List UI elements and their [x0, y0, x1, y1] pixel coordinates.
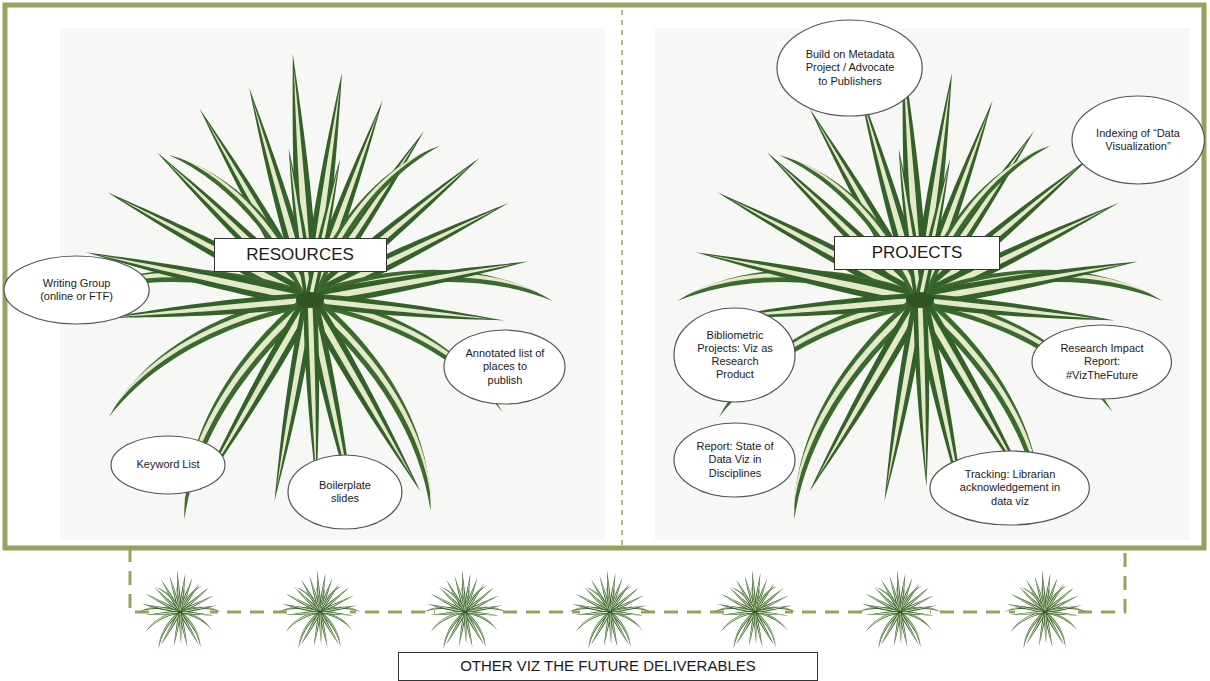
- idea-ellipse: Boilerplate slides: [287, 454, 403, 530]
- idea-ellipse: Tracking: Librarian acknowledgement in d…: [929, 450, 1090, 526]
- node-text: Keyword List: [137, 458, 200, 471]
- node-text: Build on Metadata Project / Advocate to …: [801, 48, 899, 88]
- node-text: Tracking: Librarian acknowledgement in d…: [956, 468, 1064, 508]
- node-text-group: Keyword List: [137, 458, 200, 471]
- idea-ellipse: Annotated list of places to publish: [443, 329, 566, 405]
- node-text: PROJECTS: [872, 243, 963, 263]
- node-text-group: Bibliometric Projects: Viz as Research P…: [694, 329, 775, 382]
- node-text: OTHER VIZ THE FUTURE DELIVERABLES: [460, 657, 756, 675]
- node-text-group: Writing Group (online or FTF): [28, 277, 126, 303]
- node-text-group: Boilerplate slides: [307, 479, 383, 505]
- node-text: RESOURCES: [246, 245, 354, 265]
- idea-ellipse: Writing Group (online or FTF): [3, 255, 150, 325]
- idea-ellipse: Bibliometric Projects: Viz as Research P…: [673, 307, 796, 403]
- node-text-group: Research Impact Report: #VizTheFuture: [1055, 342, 1149, 382]
- label-box: OTHER VIZ THE FUTURE DELIVERABLES: [398, 652, 818, 681]
- node-text: Indexing of “Data Visualization”: [1093, 127, 1182, 153]
- node-text: Bibliometric Projects: Viz as Research P…: [694, 329, 775, 382]
- node-text-group: PROJECTS: [872, 243, 963, 263]
- node-text-group: OTHER VIZ THE FUTURE DELIVERABLES: [460, 657, 756, 675]
- node-text: Report: State of Data Viz in Disciplines: [694, 440, 775, 480]
- label-box: RESOURCES: [214, 238, 387, 272]
- node-text-group: Build on Metadata Project / Advocate to …: [801, 48, 899, 88]
- node-text-group: Report: State of Data Viz in Disciplines: [694, 440, 775, 480]
- idea-ellipse: Keyword List: [110, 435, 226, 495]
- label-box: PROJECTS: [834, 236, 1000, 270]
- node-text: Boilerplate slides: [307, 479, 383, 505]
- node-text-group: Indexing of “Data Visualization”: [1093, 127, 1182, 153]
- idea-ellipse: Indexing of “Data Visualization”: [1071, 95, 1205, 185]
- idea-ellipse: Research Impact Report: #VizTheFuture: [1031, 324, 1172, 400]
- node-text: Research Impact Report: #VizTheFuture: [1055, 342, 1149, 382]
- node-text: Annotated list of places to publish: [464, 347, 545, 387]
- idea-ellipse: Build on Metadata Project / Advocate to …: [776, 19, 923, 117]
- node-text-group: RESOURCES: [246, 245, 354, 265]
- node-text: Writing Group (online or FTF): [28, 277, 126, 303]
- idea-ellipse: Report: State of Data Viz in Disciplines: [673, 422, 796, 498]
- node-text-group: Tracking: Librarian acknowledgement in d…: [956, 468, 1064, 508]
- node-text-group: Annotated list of places to publish: [464, 347, 545, 387]
